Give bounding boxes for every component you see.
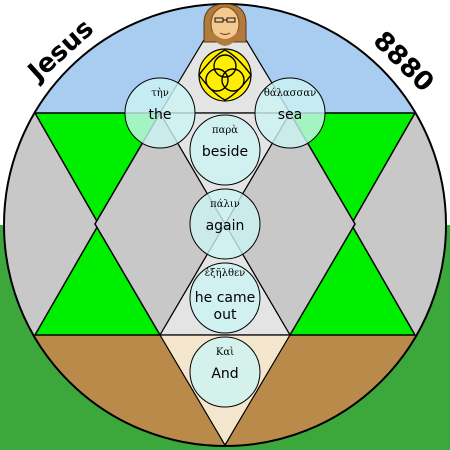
greek-word: ἐξῆλθεν: [205, 268, 245, 279]
english-word-line2: out: [214, 307, 237, 323]
word-bubble-and: Καὶ And: [189, 336, 261, 408]
triquetra-icon: [198, 48, 252, 102]
english-word: again: [206, 218, 245, 234]
greek-word: παρὰ: [212, 125, 238, 136]
word-bubble-he-came-out: ἐξῆλθεν he came out: [189, 262, 261, 334]
jesus-face-icon: [203, 3, 247, 46]
english-word: And: [211, 366, 238, 382]
english-word: the: [149, 107, 172, 123]
word-bubble-again: πάλιν again: [189, 188, 261, 260]
english-word: sea: [278, 107, 303, 123]
word-bubble-the: τὴν the: [124, 77, 196, 149]
english-word: beside: [202, 144, 248, 160]
greek-word: τὴν: [151, 88, 169, 99]
greek-word: θάλασσαν: [264, 88, 316, 99]
greek-word: Καὶ: [216, 347, 234, 358]
greek-word: πάλιν: [210, 199, 240, 210]
word-bubble-beside: παρὰ beside: [189, 114, 261, 186]
word-bubble-sea: θάλασσαν sea: [254, 77, 326, 149]
english-word-line1: he came: [195, 290, 255, 306]
